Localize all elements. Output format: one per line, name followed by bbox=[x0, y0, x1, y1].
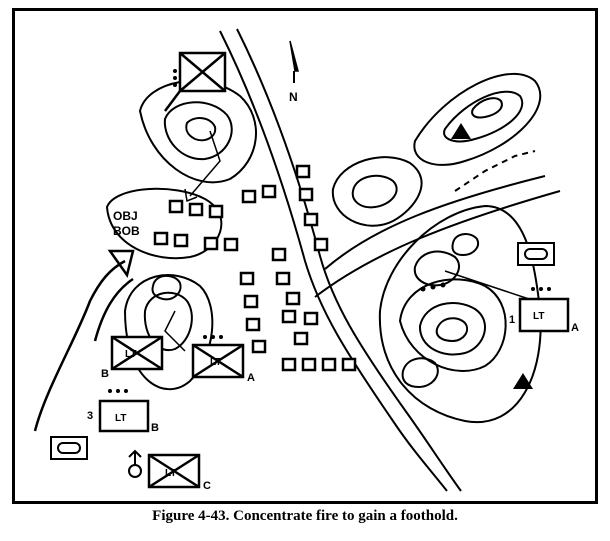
spot-label: 3 bbox=[87, 410, 93, 422]
company-label-b: B bbox=[151, 422, 159, 434]
enemy-platoon-a-east bbox=[518, 297, 570, 333]
building bbox=[313, 237, 329, 252]
building bbox=[241, 189, 257, 204]
hill-east-small-rise bbox=[401, 357, 439, 389]
road-east-edge bbox=[236, 28, 462, 492]
fire-line-east bbox=[444, 270, 536, 302]
building bbox=[168, 199, 184, 214]
north-label: N bbox=[289, 90, 298, 104]
company-label-a: A bbox=[571, 322, 579, 334]
company-label-a: A bbox=[247, 372, 255, 384]
hill-east-contour-4 bbox=[435, 317, 469, 343]
hill-north-contour-outer bbox=[138, 80, 257, 184]
building bbox=[295, 164, 311, 179]
hill-east-contour-outer bbox=[378, 204, 542, 424]
route-of-advance-right bbox=[93, 277, 134, 342]
fire-line-center bbox=[164, 310, 186, 352]
building bbox=[251, 339, 267, 354]
building bbox=[153, 231, 169, 246]
unit-label: LT bbox=[165, 468, 176, 479]
building bbox=[271, 247, 287, 262]
road-branch-upper bbox=[324, 175, 546, 270]
building bbox=[321, 357, 337, 372]
building bbox=[245, 317, 261, 332]
tactical-map: N OBJ BOB LT B LT A bbox=[33, 28, 579, 492]
unit-label: LT bbox=[125, 349, 136, 360]
building bbox=[301, 357, 317, 372]
unit-label: LT bbox=[533, 311, 544, 322]
hill-north-contour-inner bbox=[163, 101, 233, 161]
building bbox=[239, 271, 255, 286]
route-of-advance-arrow bbox=[107, 249, 135, 278]
building bbox=[341, 357, 357, 372]
hill-west-rise bbox=[151, 274, 182, 301]
building bbox=[275, 271, 291, 286]
platoon-c-crossed bbox=[147, 453, 201, 489]
platoon-b-support bbox=[98, 399, 150, 433]
building bbox=[203, 236, 219, 251]
platoon-a-crossed bbox=[191, 343, 245, 379]
company-label-c: C bbox=[203, 480, 211, 492]
hill-east-contour-3 bbox=[418, 301, 486, 356]
hill-east-spur bbox=[413, 250, 460, 287]
road-west-edge bbox=[219, 30, 448, 492]
vehicle-symbol-east bbox=[517, 242, 555, 266]
company-label-b: B bbox=[101, 368, 109, 380]
objective-label: BOB bbox=[113, 224, 140, 238]
hill-northeast-contour-top bbox=[471, 97, 503, 119]
building bbox=[243, 294, 259, 309]
platoon-b-crossed bbox=[110, 335, 164, 371]
enemy-position-north bbox=[164, 51, 227, 112]
unit-label: LT bbox=[115, 413, 126, 424]
building bbox=[281, 357, 297, 372]
unit-number: 1 bbox=[509, 314, 515, 326]
fire-arrow-north bbox=[184, 188, 198, 203]
map-frame: N OBJ BOB LT B LT A bbox=[12, 8, 598, 504]
building bbox=[303, 212, 319, 227]
hill-center-contour-outer bbox=[331, 156, 423, 227]
building bbox=[298, 187, 314, 202]
hill-northeast-contour-outer bbox=[413, 72, 542, 166]
vehicle-symbol-west bbox=[50, 436, 88, 460]
building bbox=[303, 311, 319, 326]
objective-label: OBJ bbox=[113, 209, 138, 223]
building bbox=[285, 291, 301, 306]
figure-caption: Figure 4-43. Concentrate fire to gain a … bbox=[152, 508, 458, 524]
hill-east-contour-2 bbox=[398, 278, 507, 372]
hill-west-contour-outer bbox=[123, 274, 214, 391]
building bbox=[261, 184, 277, 199]
observation-post bbox=[451, 123, 533, 389]
building bbox=[208, 204, 224, 219]
building bbox=[188, 202, 204, 217]
building bbox=[173, 233, 189, 248]
unit-label: LT bbox=[210, 357, 221, 368]
route-of-advance bbox=[33, 259, 126, 432]
hill-north-contour-top bbox=[185, 117, 217, 142]
hill-northeast-contour-mid bbox=[443, 90, 524, 143]
building bbox=[281, 309, 297, 324]
fire-line-north bbox=[189, 130, 221, 197]
hill-east-knoll bbox=[451, 233, 479, 257]
north-arrow: N bbox=[289, 40, 299, 104]
control-symbol bbox=[128, 449, 142, 478]
hill-center-contour-inner bbox=[351, 174, 398, 209]
objective-boundary bbox=[105, 187, 223, 260]
building bbox=[223, 237, 239, 252]
trail-dashed bbox=[454, 150, 536, 192]
building bbox=[293, 331, 309, 346]
